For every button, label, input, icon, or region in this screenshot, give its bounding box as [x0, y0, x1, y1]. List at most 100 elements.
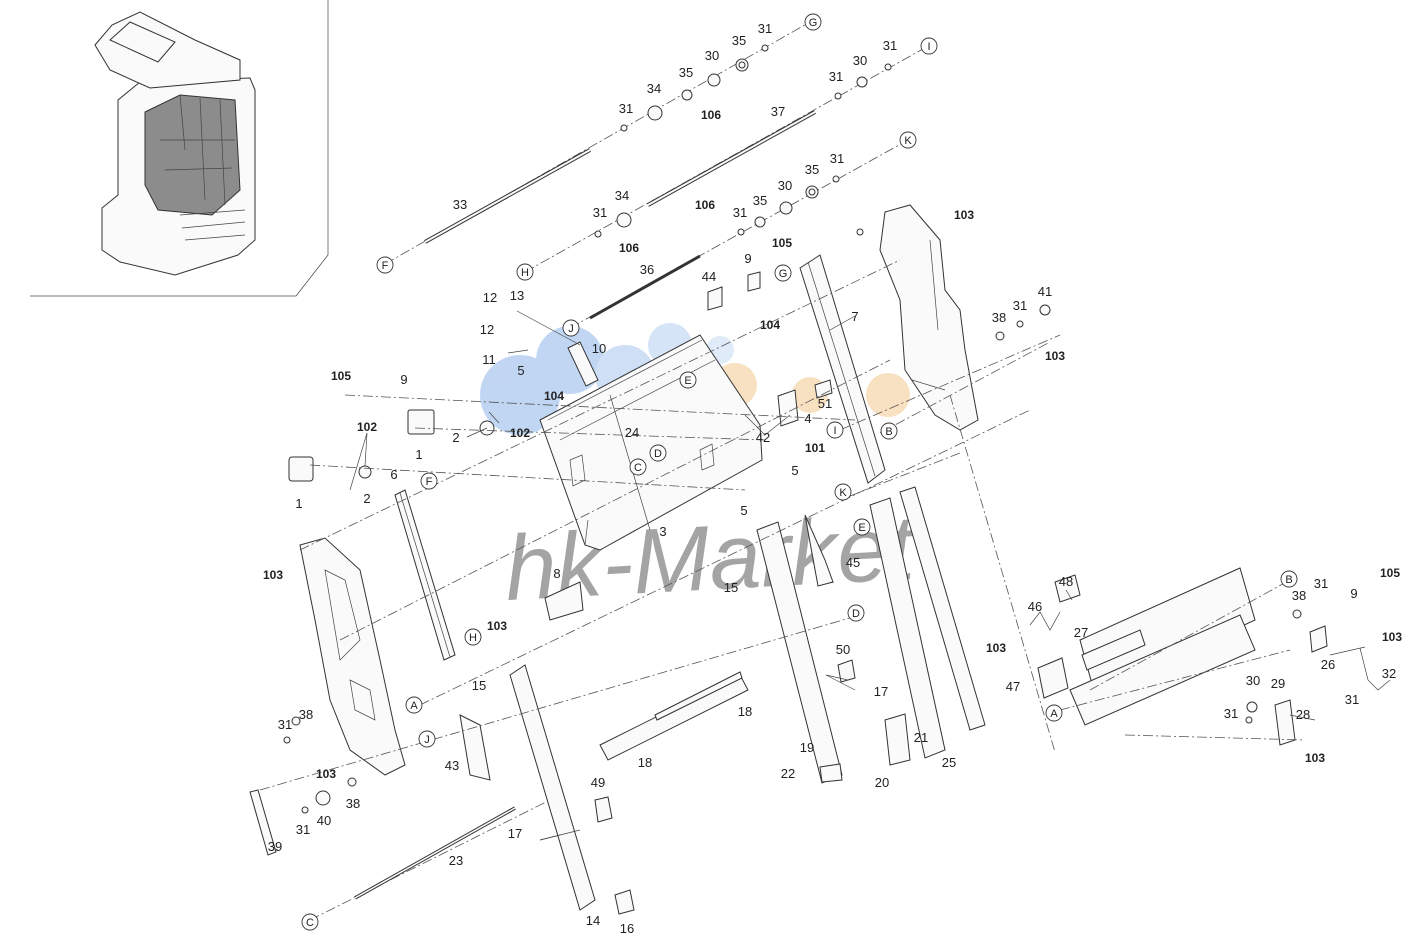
- svg-text:F: F: [426, 476, 433, 488]
- part-number: 5: [791, 463, 798, 478]
- ref-letter-f-top: F: [376, 256, 394, 274]
- part-number: 8: [553, 566, 560, 581]
- svg-text:J: J: [424, 734, 430, 746]
- ref-letter-a-left: A: [405, 696, 423, 714]
- part-number: 104: [760, 318, 780, 332]
- svg-text:C: C: [634, 462, 642, 474]
- part-number: 7: [851, 309, 858, 324]
- part-number: 30: [705, 48, 719, 63]
- right-frame-plate: [879, 204, 979, 431]
- part-number: 51: [818, 396, 832, 411]
- part-number: 10: [592, 341, 606, 356]
- ref-letter-j-top: J: [562, 319, 580, 337]
- svg-text:B: B: [1285, 574, 1292, 586]
- ref-letter-k-top: K: [899, 131, 917, 149]
- part-number: 35: [732, 33, 746, 48]
- svg-text:C: C: [306, 917, 314, 929]
- part-number: 33: [453, 197, 467, 212]
- ref-letter-b-mid: B: [880, 422, 898, 440]
- part-number: 15: [724, 580, 738, 595]
- part-number: 6: [390, 467, 397, 482]
- svg-text:K: K: [904, 135, 912, 147]
- ref-letter-d-frame: D: [649, 444, 667, 462]
- part-number: 35: [805, 162, 819, 177]
- part-number: 38: [299, 707, 313, 722]
- part-number: 31: [1345, 692, 1359, 707]
- part-number: 103: [487, 619, 507, 633]
- part-number: 31: [1013, 298, 1027, 313]
- ref-letter-h-top: H: [516, 263, 534, 281]
- ref-letter-g-top: G: [804, 13, 822, 31]
- part-number: 3: [659, 524, 666, 539]
- part-number: 103: [1045, 349, 1065, 363]
- part-number: 31: [278, 717, 292, 732]
- part-number: 1: [295, 496, 302, 511]
- part-number: 46: [1028, 599, 1042, 614]
- part-number: 103: [986, 641, 1006, 655]
- part-number: 12: [480, 322, 494, 337]
- svg-text:G: G: [779, 268, 788, 280]
- part-number: 31: [1224, 706, 1238, 721]
- ref-letter-h-left: H: [464, 628, 482, 646]
- part-number: 48: [1059, 574, 1073, 589]
- part-number: 31: [296, 822, 310, 837]
- part-number: 17: [874, 684, 888, 699]
- svg-text:E: E: [684, 375, 691, 387]
- part-number: 9: [744, 251, 751, 266]
- part-number: 41: [1038, 284, 1052, 299]
- ref-letter-c-frame: C: [629, 458, 647, 476]
- part-number: 11: [482, 352, 496, 367]
- part-number: 31: [593, 205, 607, 220]
- part-number: 5: [517, 363, 524, 378]
- part-number: 38: [1292, 588, 1306, 603]
- ref-letter-e-lower: E: [853, 518, 871, 536]
- leader-lines: [349, 310, 1366, 841]
- part-number: 49: [591, 775, 605, 790]
- part-number: 106: [695, 198, 715, 212]
- machine-inset: [30, 0, 329, 297]
- svg-text:A: A: [1050, 708, 1058, 720]
- part-number: 106: [701, 108, 721, 122]
- ref-letter-g-mid: G: [774, 264, 792, 282]
- svg-text:I: I: [927, 41, 930, 53]
- svg-text:H: H: [521, 267, 529, 279]
- part-number: 20: [875, 775, 889, 790]
- part-number: 1: [415, 447, 422, 462]
- part-number: 17: [508, 826, 522, 841]
- part-number: 27: [1074, 625, 1088, 640]
- part-number: 4: [804, 411, 811, 426]
- part-number: 35: [679, 65, 693, 80]
- assembly-guides: [259, 259, 1306, 791]
- left-frame-plate: [299, 537, 406, 776]
- part-number: 18: [738, 704, 752, 719]
- ref-letter-k-mid: K: [834, 483, 852, 501]
- part-number: 25: [942, 755, 956, 770]
- part-number: 22: [781, 766, 795, 781]
- part-number: 31: [829, 69, 843, 84]
- ref-letter-f-mid: F: [420, 472, 438, 490]
- part-number: 2: [363, 491, 370, 506]
- part-number: 19: [800, 740, 814, 755]
- part-number: 103: [954, 208, 974, 222]
- svg-text:D: D: [852, 608, 860, 620]
- part-number: 106: [619, 241, 639, 255]
- part-number: 103: [1382, 630, 1402, 644]
- part-number: 18: [638, 755, 652, 770]
- part-number: 2: [452, 430, 459, 445]
- svg-text:F: F: [382, 260, 389, 272]
- svg-text:J: J: [568, 323, 574, 335]
- svg-text:B: B: [885, 426, 892, 438]
- part-number: 103: [263, 568, 283, 582]
- panel-27: [1069, 567, 1256, 726]
- main-frame: [539, 334, 763, 551]
- svg-text:I: I: [833, 425, 836, 437]
- part-number: 5: [740, 503, 747, 518]
- gears-and-bushings: [594, 44, 1051, 341]
- bracket-7: [799, 254, 886, 484]
- part-number: 12: [483, 290, 497, 305]
- part-number: 105: [1380, 566, 1400, 580]
- svg-text:E: E: [858, 522, 865, 534]
- ref-letter-e-frame: E: [679, 371, 697, 389]
- part-number: 31: [758, 21, 772, 36]
- part-number: 104: [544, 389, 564, 403]
